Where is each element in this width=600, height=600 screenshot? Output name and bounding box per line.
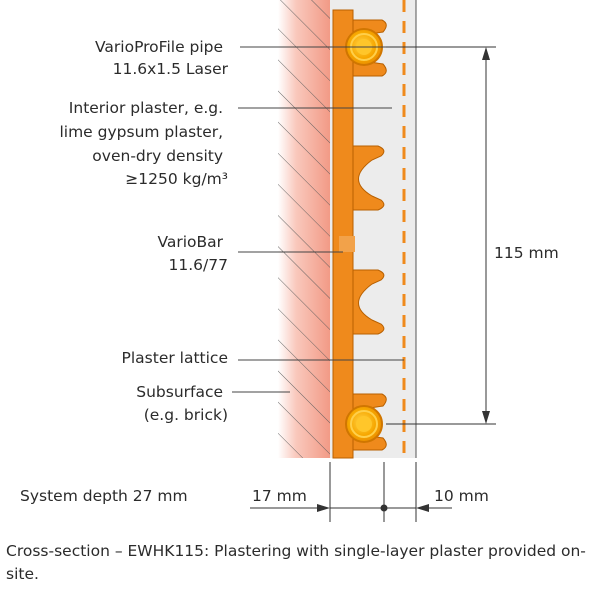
pipe-label-line-2: 11.6x1.5 Laser: [113, 60, 229, 78]
plaster-label-line-3: oven-dry density: [92, 147, 223, 165]
left-dimension-label: 17 mm: [252, 487, 307, 505]
subsurface-label-line-1: Subsurface: [136, 383, 223, 401]
variobar-label-line-1: VarioBar: [157, 233, 223, 251]
figure-caption: Cross-section – EWHK115: Plastering with…: [6, 542, 586, 583]
interior-plaster-label: Interior plaster, e.g. lime gypsum plast…: [59, 99, 228, 188]
subsurface-label: Subsurface (e.g. brick): [136, 383, 228, 424]
variobar-label: VarioBar 11.6/77: [157, 233, 228, 274]
height-dimension: [386, 46, 496, 425]
subsurface-label-line-2: (e.g. brick): [144, 406, 228, 424]
variofile-pipe-bottom: [345, 405, 383, 443]
system-depth-label: System depth 27 mm: [20, 487, 188, 505]
pipe-label: VarioProFile pipe 11.6x1.5 Laser: [95, 38, 229, 78]
plaster-label-line-4: ≥1250 kg/m³: [125, 170, 228, 188]
variobar: [332, 9, 387, 459]
right-dimension-label: 10 mm: [434, 487, 489, 505]
plaster-label-line-2: lime gypsum plaster,: [59, 123, 223, 141]
pipe-label-line-1: VarioProFile pipe: [95, 38, 223, 56]
depth-dimension: [250, 462, 452, 522]
plaster-lattice-label: Plaster lattice: [122, 349, 228, 367]
leader-lines: [232, 46, 404, 393]
height-dimension-label: 115 mm: [494, 244, 559, 262]
variobar-label-line-2: 11.6/77: [169, 256, 228, 274]
plaster-label-line-1: Interior plaster, e.g.: [69, 99, 223, 117]
subsurface-brick: [278, 0, 330, 458]
